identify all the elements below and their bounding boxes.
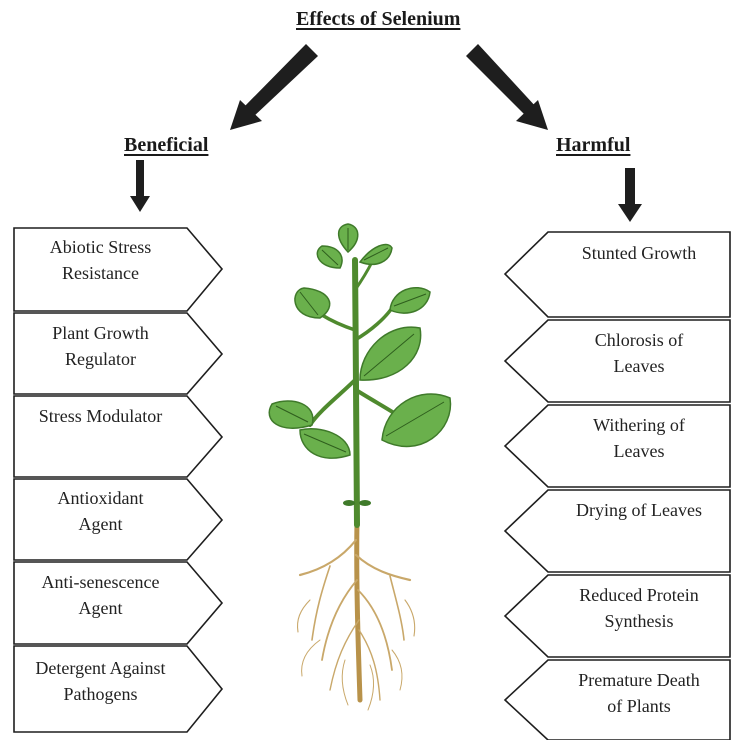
- plant-leaves: [269, 224, 450, 458]
- beneficial-label-3: Stress Modulator: [14, 403, 187, 429]
- beneficial-label-5: Anti-senescence Agent: [14, 569, 187, 621]
- harmful-label-3: Withering of Leaves: [548, 412, 730, 464]
- beneficial-heading: Beneficial: [124, 134, 208, 157]
- harmful-label-1: Stunted Growth: [548, 240, 730, 266]
- harmful-heading: Harmful: [556, 134, 630, 157]
- beneficial-label-4: Antioxidant Agent: [14, 485, 187, 537]
- plant-roots: [298, 520, 415, 710]
- harmful-label-5: Reduced Protein Synthesis: [548, 582, 730, 634]
- beneficial-label-6: Detergent Against Pathogens: [14, 655, 187, 707]
- harmful-label-4: Drying of Leaves: [548, 497, 730, 523]
- beneficial-label-2: Plant Growth Regulator: [14, 320, 187, 372]
- beneficial-label-1: Abiotic Stress Resistance: [14, 234, 187, 286]
- harmful-label-2: Chlorosis of Leaves: [548, 327, 730, 379]
- diagram-title: Effects of Selenium: [296, 8, 460, 31]
- harmful-label-6: Premature Death of Plants: [548, 667, 730, 719]
